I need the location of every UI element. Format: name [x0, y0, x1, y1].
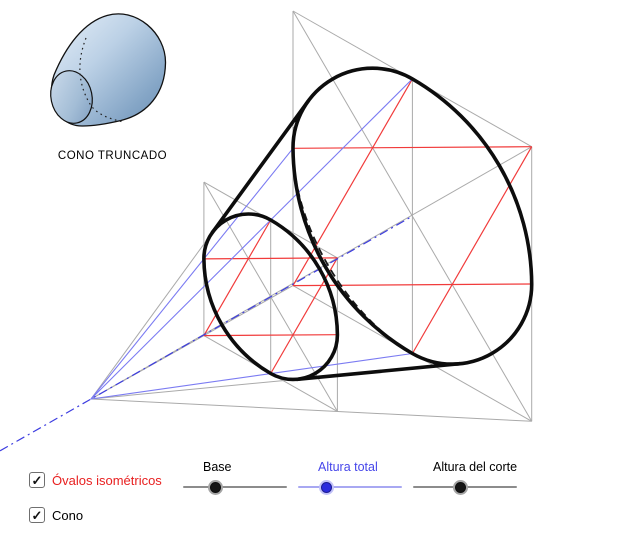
checkbox-label-cono[interactable]: Cono	[52, 507, 84, 523]
slider-track-altura-total[interactable]	[298, 486, 402, 488]
small-isometric-oval[interactable]	[202, 212, 340, 382]
slider-knob-altura-total[interactable]	[318, 479, 334, 495]
checkbox-ovalos-isometricos[interactable]: ✓	[29, 472, 45, 488]
cone-hidden-dotted-curve	[79, 37, 125, 123]
clipart-caption: CONO TRUNCADO	[57, 150, 168, 162]
big-isometric-oval[interactable]	[291, 66, 534, 366]
checkbox-cono[interactable]: ✓	[29, 507, 45, 523]
cone-opening-ellipse	[50, 70, 93, 124]
slider-knob-base[interactable]	[207, 479, 223, 495]
checkbox-row-ovalos-isometricos: ✓ Óvalos isométricos	[29, 472, 162, 488]
checkbox-row-cono: ✓ Cono	[29, 507, 83, 523]
frustum-silhouette-lines[interactable]	[210, 99, 462, 382]
truncated-cone-clipart	[50, 13, 167, 127]
checkbox-label-ovalos-isometricos[interactable]: Óvalos isométricos	[52, 472, 162, 488]
slider-track-base[interactable]	[183, 486, 287, 488]
blue-generator-lines	[90, 78, 413, 400]
red-oval-construction-lines	[203, 78, 533, 374]
slider-label-base: Base	[203, 460, 232, 474]
slider-label-altura-del-corte: Altura del corte	[433, 460, 518, 474]
slider-knob-altura-del-corte[interactable]	[452, 479, 468, 495]
axis-dash-dot-line	[0, 215, 413, 452]
slider-label-altura-total: Altura total	[318, 460, 378, 474]
